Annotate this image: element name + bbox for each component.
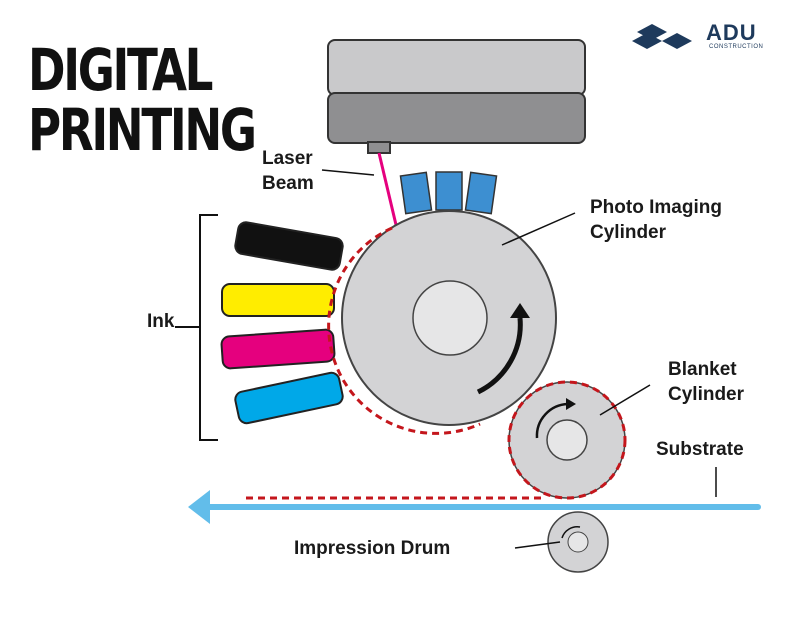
ink-cyan [234, 371, 344, 425]
laser-beam [377, 152, 399, 230]
label-line: Beam [262, 173, 314, 194]
print-head-bottom [327, 92, 586, 144]
ink-bracket [175, 214, 218, 441]
blanket-dashed [507, 380, 627, 500]
print-head-top [327, 39, 586, 96]
ink-black [234, 221, 344, 271]
label-line: Blanket [668, 359, 737, 380]
substrate-label: Substrate [656, 439, 744, 460]
impression-rotation-arrow-icon [561, 526, 581, 539]
photo-cylinder-dashed [327, 226, 481, 435]
ink-label: Ink [147, 311, 175, 332]
label-line: Cylinder [668, 384, 745, 405]
blanket-pointer [599, 384, 651, 416]
blanket-rotation-arrow-icon [535, 402, 569, 439]
substrate-arrow-icon [188, 490, 210, 524]
laser-nozzle [367, 141, 391, 154]
impression-drum-label: Impression Drum [294, 538, 451, 559]
ink-magenta [220, 328, 336, 370]
title-line-1: DIGITAL [28, 36, 214, 104]
blanket-hub [546, 419, 588, 461]
rotation-arrow-icon [476, 317, 523, 395]
blanket-cylinder-label: Blanket Cylinder [668, 357, 744, 407]
label-line: Laser [262, 148, 313, 169]
photo-imaging-label: Photo Imaging Cylinder [590, 195, 722, 245]
arrowhead [510, 303, 530, 318]
logo-subtitle: CONSTRUCTION [709, 44, 764, 50]
impression-pointer [514, 541, 561, 549]
photo-pointer [501, 212, 576, 246]
label-line: Photo Imaging [590, 197, 722, 218]
title-line-2: PRINTING [28, 96, 257, 164]
arrowhead [566, 398, 576, 410]
laser-beam-pointer [321, 169, 375, 176]
photo-cylinder-hub [412, 280, 488, 356]
impression-hub [567, 531, 589, 553]
label-line: Cylinder [590, 222, 667, 243]
toner-blocks [399, 171, 498, 215]
ink-yellow [221, 283, 335, 317]
ink-cartridges [220, 221, 344, 425]
page-title: DIGITAL PRINTING [28, 36, 257, 164]
laser-beam-label: Laser Beam [262, 146, 314, 196]
logo-icon [632, 24, 692, 49]
logo-name: ADU [706, 20, 757, 45]
